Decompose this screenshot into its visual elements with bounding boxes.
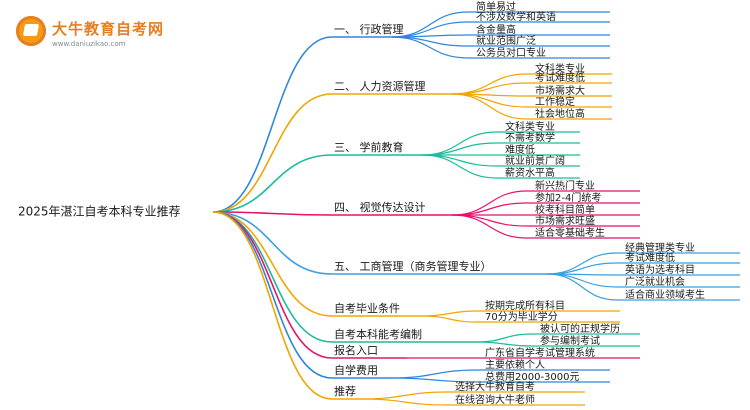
- branch-connector: [212, 211, 333, 400]
- leaf-label: 新兴热门专业: [535, 179, 595, 192]
- branch-group: 四、 视觉传达设计 新兴热门专业参加2-4门统考校考科目简单市场需求旺盛适合零基础…: [212, 179, 640, 239]
- leaf-connector: [391, 36, 469, 59]
- branch-label: 推荐: [334, 384, 356, 398]
- leaf-label: 校考科目简单: [535, 203, 595, 216]
- branch-connector: [212, 211, 333, 216]
- leaf-label: 文科类专业: [535, 62, 585, 75]
- leaf-label: 含金量高: [476, 23, 516, 36]
- leaf-label: 广泛就业机会: [625, 275, 685, 288]
- branch-label: 自学费用: [334, 363, 378, 377]
- leaf-label: 简单易过: [476, 0, 516, 13]
- leaf-connector: [476, 333, 533, 343]
- leaf-label: 就业范围广泛: [476, 34, 536, 47]
- leaf-label: 英语为选考科目: [625, 263, 695, 276]
- leaf-label: 文科类专业: [505, 120, 555, 133]
- leaf-connector: [451, 202, 528, 216]
- branch-connector: [212, 93, 333, 213]
- leaf-connector: [391, 369, 478, 379]
- leaf-connector: [546, 273, 618, 301]
- leaf-label: 适合零基础考生: [535, 226, 605, 239]
- leaf-label: 参与编制考试: [540, 334, 600, 347]
- leaf-connector: [421, 154, 498, 179]
- leaf-label: 公务员对口专业: [476, 46, 546, 59]
- leaf-label: 市场需求旺盛: [535, 214, 595, 227]
- branch-group: 报名入口 广东省自学考试管理系统: [212, 211, 640, 359]
- leaf-label: 在线咨询大牛老师: [455, 393, 535, 406]
- branch-label: 自考本科能考编制: [334, 327, 422, 341]
- branch-connector: [212, 211, 333, 275]
- leaf-label: 按期完成所有科目: [485, 299, 565, 312]
- branch-label: 三、 学前教育: [334, 140, 404, 154]
- leaf-connector: [421, 310, 478, 317]
- leaf-connector: [421, 154, 498, 167]
- leaf-label: 70分为毕业学分: [485, 310, 558, 323]
- leaf-label: 选择大牛教育自考: [455, 380, 535, 393]
- leaf-connector: [391, 36, 469, 47]
- leaf-connector: [546, 273, 618, 288]
- leaf-connector: [476, 341, 533, 347]
- leaf-connector: [451, 93, 528, 120]
- logo-icon: [16, 16, 46, 46]
- leaf-label: 考试难度低: [535, 71, 585, 84]
- leaf-connector: [451, 73, 528, 95]
- leaf-label: 经典管理类专业: [625, 241, 695, 254]
- leaf-connector: [361, 391, 448, 400]
- branch-label: 二、 人力资源管理: [334, 79, 426, 93]
- leaf-label: 工作稳定: [535, 95, 575, 108]
- branch-connector: [212, 154, 333, 213]
- leaf-connector: [451, 214, 528, 239]
- leaf-label: 就业前景广阔: [505, 154, 565, 167]
- leaf-label: 不需考数学: [505, 131, 555, 144]
- logo-url: www.daniuzikao.com: [52, 40, 126, 48]
- leaf-label: 主要依赖个人: [485, 358, 545, 371]
- branch-label: 报名入口: [334, 343, 378, 357]
- leaf-connector: [421, 142, 498, 156]
- leaf-label: 参加2-4门统考: [535, 191, 601, 204]
- branch-group: 五、 工商管理（商务管理专业） 经典管理类专业考试难度低英语为选考科目广泛就业机会…: [212, 211, 740, 301]
- leaf-label: 市场需求大: [535, 84, 585, 97]
- leaf-connector: [451, 214, 528, 227]
- leaf-connector: [361, 398, 448, 406]
- branch-label: 四、 视觉传达设计: [334, 200, 426, 214]
- leaf-label: 被认可的正规学历: [540, 322, 620, 335]
- branch-label: 五、 工商管理（商务管理专业）: [334, 259, 492, 273]
- leaf-label: 适合商业领域考生: [625, 288, 705, 301]
- leaf-connector: [421, 315, 478, 323]
- leaf-label: 总费用2000-3000元: [485, 370, 580, 383]
- branch-connector: [212, 211, 333, 317]
- leaf-connector: [391, 377, 478, 383]
- root-topic: 2025年湛江自考本科专业推荐: [18, 204, 181, 219]
- logo-name: 大牛教育自考网: [52, 20, 165, 38]
- leaf-label: 薪资水平高: [505, 166, 555, 179]
- branch-connector: [212, 211, 333, 343]
- leaf-label: 广东省自学考试管理系统: [485, 346, 595, 359]
- leaf-label: 难度低: [505, 143, 535, 156]
- branch-label: 一、 行政管理: [334, 22, 404, 36]
- leaf-label: 不涉及数学和英语: [476, 10, 556, 23]
- branch-connector: [212, 36, 333, 213]
- site-logo[interactable]: 大牛教育自考网 www.daniuzikao.com: [8, 12, 208, 52]
- leaf-connector: [546, 262, 618, 275]
- leaf-label: 考试难度低: [625, 251, 675, 264]
- branch-connector: [212, 211, 333, 359]
- branch-label: 自考毕业条件: [334, 301, 400, 315]
- leaf-label: 社会地位高: [535, 107, 585, 120]
